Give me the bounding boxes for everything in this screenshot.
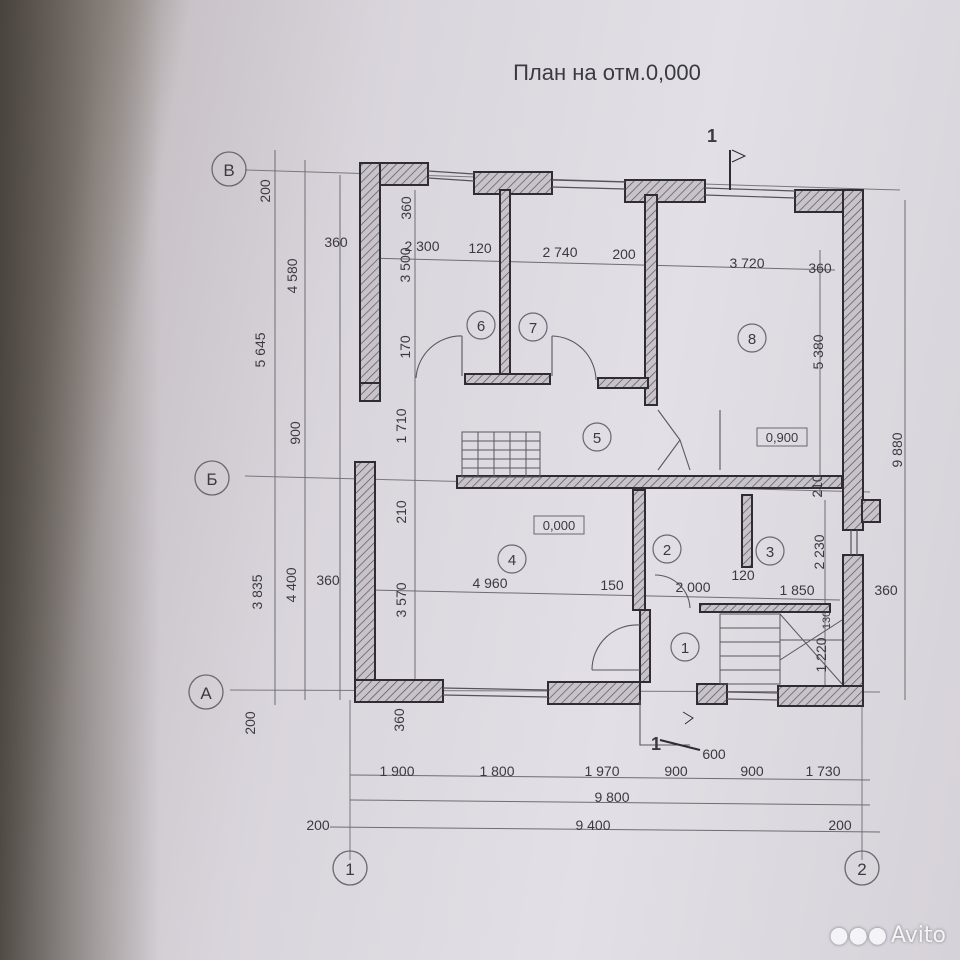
- svg-text:150: 150: [600, 577, 624, 593]
- svg-text:4 400: 4 400: [283, 567, 299, 602]
- level-mark-upper: 0,900: [766, 430, 799, 445]
- svg-text:1 730: 1 730: [805, 763, 840, 779]
- axis-label-2: 2: [857, 860, 866, 879]
- svg-text:360: 360: [874, 582, 898, 598]
- svg-text:200: 200: [612, 246, 636, 262]
- dimension-lines: [274, 150, 906, 833]
- svg-text:900: 900: [287, 421, 303, 445]
- door-swings: [415, 335, 721, 746]
- svg-text:3 570: 3 570: [393, 582, 409, 617]
- avito-watermark: ●●●Avito: [829, 923, 946, 948]
- walls: [354, 162, 881, 707]
- level-mark-ground: 0,000: [543, 518, 576, 533]
- svg-text:900: 900: [664, 763, 688, 779]
- svg-text:2 000: 2 000: [675, 579, 710, 595]
- svg-text:360: 360: [398, 196, 414, 220]
- svg-text:360: 360: [324, 234, 348, 250]
- avito-logo-icon: ●●●: [829, 923, 888, 948]
- dims-left-outer: 200 5 645 3 835 200: [242, 179, 273, 735]
- svg-text:900: 900: [740, 763, 764, 779]
- room-3-number: 3: [766, 544, 774, 561]
- svg-text:5 380: 5 380: [810, 334, 826, 369]
- dims-left-inner: 360 3 500 170 1 710 210 3 570 360: [391, 196, 414, 732]
- section-cut-marks: [659, 149, 747, 751]
- dims-left-mid: 4 580 900 4 400: [283, 258, 303, 602]
- room-8-number: 8: [748, 331, 756, 348]
- svg-text:210: 210: [809, 474, 825, 498]
- section-mark-top: 1: [707, 126, 717, 146]
- axis-label-v: В: [223, 161, 234, 180]
- axis-label-1: 1: [345, 860, 354, 879]
- windows: [427, 170, 858, 701]
- room-4-number: 4: [508, 552, 516, 569]
- svg-text:1 710: 1 710: [393, 408, 409, 443]
- stairs: [461, 431, 843, 685]
- svg-text:120: 120: [468, 240, 492, 256]
- axis-markers: [188, 151, 880, 886]
- svg-text:9 400: 9 400: [575, 817, 610, 833]
- section-mark-bottom: 1: [651, 734, 661, 754]
- svg-text:1 970: 1 970: [584, 763, 619, 779]
- svg-text:120: 120: [731, 567, 755, 583]
- room-1-number: 1: [681, 640, 689, 657]
- svg-text:5 645: 5 645: [252, 332, 268, 367]
- room-5-number: 5: [593, 430, 601, 447]
- svg-text:200: 200: [306, 817, 330, 833]
- dims-top-row: 360 2 300 120 2 740 200 3 720 360: [324, 234, 832, 276]
- room-7-number: 7: [529, 320, 537, 337]
- svg-text:1 850: 1 850: [779, 582, 814, 598]
- axis-label-b: Б: [206, 470, 217, 489]
- svg-text:3 500: 3 500: [397, 247, 413, 282]
- svg-text:3 720: 3 720: [729, 255, 764, 271]
- svg-text:600: 600: [702, 746, 726, 762]
- svg-text:9 880: 9 880: [889, 432, 905, 467]
- svg-text:360: 360: [316, 572, 340, 588]
- svg-text:200: 200: [242, 711, 258, 735]
- room-6-number: 6: [477, 318, 485, 335]
- axis-label-a: А: [200, 684, 212, 703]
- svg-text:360: 360: [808, 260, 832, 276]
- svg-text:2 300: 2 300: [404, 238, 439, 254]
- dims-right-side: 5 380 210 2 230 1 220 9 880 130: [809, 334, 905, 672]
- svg-text:210: 210: [393, 500, 409, 524]
- svg-text:130: 130: [821, 611, 833, 629]
- svg-text:200: 200: [257, 179, 273, 203]
- room-tag-circles: [466, 310, 785, 662]
- svg-text:2 230: 2 230: [811, 534, 827, 569]
- dims-room4-row: 360 4 960 150 2 000 120 1 850 360: [316, 567, 898, 598]
- plan-title: План на отм.0,000: [513, 60, 701, 85]
- svg-text:9 800: 9 800: [594, 789, 629, 805]
- svg-text:3 835: 3 835: [249, 574, 265, 609]
- svg-text:200: 200: [828, 817, 852, 833]
- room-2-number: 2: [663, 542, 671, 559]
- dims-bottom-chain: 1 900 1 800 1 970 900 900 1 730 9 800 9 …: [306, 746, 852, 833]
- svg-text:2 740: 2 740: [542, 244, 577, 260]
- svg-text:4 580: 4 580: [284, 258, 300, 293]
- svg-text:170: 170: [397, 335, 413, 359]
- svg-text:4 960: 4 960: [472, 575, 507, 591]
- grid-lines: [229, 169, 901, 860]
- svg-text:1 220: 1 220: [813, 637, 829, 672]
- svg-text:1 900: 1 900: [379, 763, 414, 779]
- svg-text:1 800: 1 800: [479, 763, 514, 779]
- svg-text:360: 360: [391, 708, 407, 732]
